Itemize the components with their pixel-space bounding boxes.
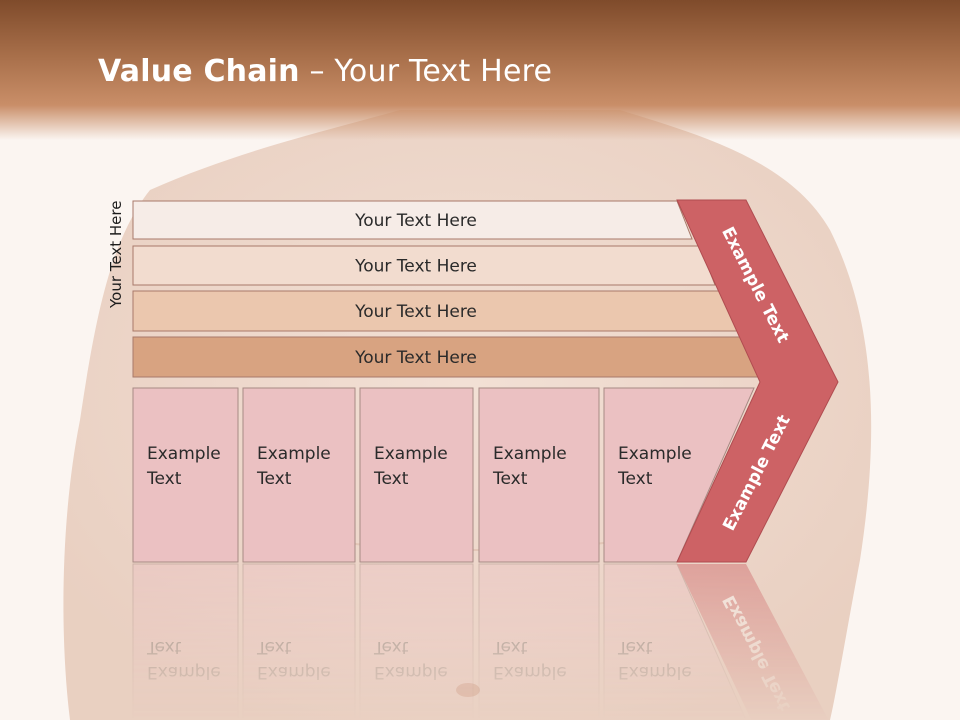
row-bar: Your Text Here <box>132 336 763 378</box>
box-label-line1: Example <box>618 444 692 464</box>
svg-text:Example: Example <box>493 662 567 682</box>
row-label: Your Text Here <box>354 348 477 368</box>
svg-text:Example: Example <box>257 662 331 682</box>
box-label-line1: Example <box>493 444 567 464</box>
row-label: Your Text Here <box>354 211 477 231</box>
svg-text:Example: Example <box>147 662 221 682</box>
box-label-line1: Example <box>257 444 331 464</box>
svg-text:Example: Example <box>618 662 692 682</box>
row-bar: Your Text Here <box>132 200 693 240</box>
row-bar: Your Text Here <box>132 245 716 286</box>
svg-text:Text: Text <box>256 637 292 657</box>
box-label-line2: Text <box>146 469 182 489</box>
box-label-line2: Text <box>617 469 653 489</box>
svg-text:Text: Text <box>492 637 528 657</box>
title-rest: – Your Text Here <box>299 54 553 89</box>
box-label-line2: Text <box>373 469 409 489</box>
box-label-line2: Text <box>256 469 292 489</box>
box-label-line2: Text <box>492 469 528 489</box>
header-band <box>0 0 960 140</box>
svg-text:Text: Text <box>373 637 409 657</box>
slide-title: Value Chain – Your Text Here <box>98 54 552 89</box>
svg-text:Example: Example <box>374 662 448 682</box>
row-bar: Your Text Here <box>132 290 739 332</box>
svg-text:Text: Text <box>146 637 182 657</box>
box-label-line1: Example <box>147 444 221 464</box>
box-label-line1: Example <box>374 444 448 464</box>
title-bold: Value Chain <box>98 54 300 89</box>
row-label: Your Text Here <box>354 302 477 322</box>
row-label: Your Text Here <box>354 257 477 277</box>
svg-text:Text: Text <box>617 637 653 657</box>
